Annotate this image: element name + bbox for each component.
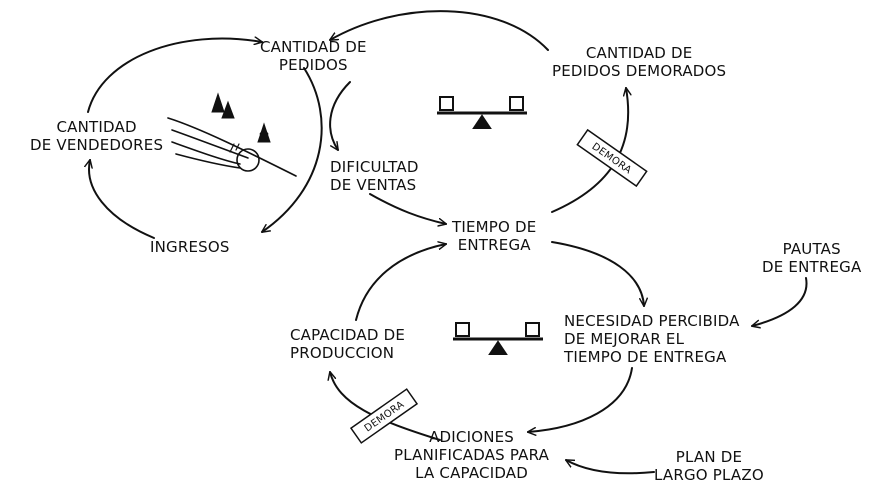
delay-marker-top: DEMORA bbox=[576, 128, 648, 188]
balance-icon bbox=[437, 96, 527, 129]
arrow-vendedores-to-pedidos bbox=[87, 39, 262, 113]
node-adiciones-planificadas: ADICIONES PLANIFICADAS PARA LA CAPACIDAD bbox=[394, 428, 550, 482]
arrow-demorados-to-pedidos bbox=[330, 10, 549, 51]
node-necesidad-percibida: NECESIDAD PERCIBIDA DE MEJORAR EL TIEMPO… bbox=[564, 312, 740, 366]
node-tiempo-de-entrega: TIEMPO DE ENTREGA bbox=[452, 218, 537, 254]
arrow-pautas-to-necesidad bbox=[752, 277, 808, 326]
arrow-pedidos-to-ingresos bbox=[262, 67, 323, 233]
arrow-necesidad-to-adiciones bbox=[528, 367, 633, 432]
node-cantidad-de-vendedores: CANTIDAD DE VENDEDORES bbox=[30, 118, 164, 154]
arrow-tiempo-to-necesidad bbox=[551, 241, 644, 306]
arrow-dificultad-to-tiempo bbox=[369, 193, 446, 224]
node-plan-de-largo-plazo: PLAN DE LARGO PLAZO bbox=[654, 448, 764, 484]
arrow-adiciones-to-capacidad bbox=[330, 372, 441, 441]
snowball-hill-illustration bbox=[167, 92, 297, 177]
node-capacidad-de-produccion: CAPACIDAD DE PRODUCCION bbox=[290, 326, 406, 362]
arrow-pedidos-to-dificultad bbox=[329, 81, 351, 150]
node-cantidad-de-pedidos: CANTIDAD DE PEDIDOS bbox=[260, 38, 367, 74]
node-pautas-de-entrega: PAUTAS DE ENTREGA bbox=[762, 240, 862, 276]
balance-icon bbox=[453, 322, 543, 355]
node-cantidad-de-pedidos-demorados: CANTIDAD DE PEDIDOS DEMORADOS bbox=[552, 44, 727, 80]
arrow-capacidad-to-tiempo bbox=[355, 244, 446, 321]
arrow-ingresos-to-vendedores bbox=[89, 160, 155, 239]
node-dificultad-de-ventas: DIFICULTAD DE VENTAS bbox=[330, 158, 419, 194]
node-ingresos: INGRESOS bbox=[150, 238, 230, 256]
arrow-plan-to-adiciones bbox=[566, 459, 655, 475]
